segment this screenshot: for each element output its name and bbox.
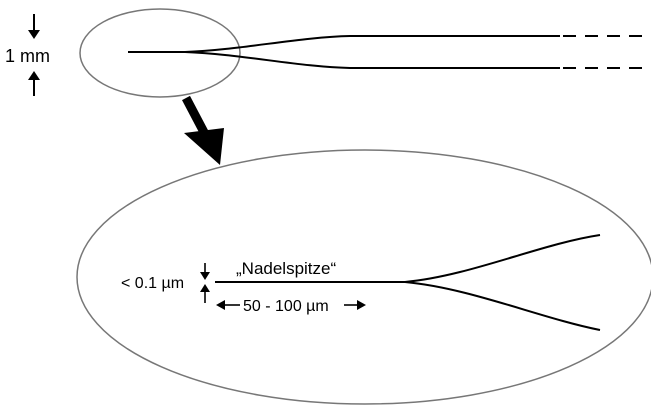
pipette-upper-edge xyxy=(128,35,560,53)
thickness-label: < 0.1 µm xyxy=(121,275,184,292)
scale-arrow-down xyxy=(28,14,40,39)
overview-section: 1 mm xyxy=(5,8,646,165)
scale-label: 1 mm xyxy=(5,46,50,66)
zoom-region-ellipse xyxy=(79,8,241,98)
tip-upper-edge xyxy=(215,234,601,283)
detail-section: „Nadelspitze“ < 0.1 µm 50 - 100 µm xyxy=(76,149,651,405)
zoom-arrow xyxy=(182,95,224,165)
magnified-view-ellipse xyxy=(76,149,651,405)
tip-lower-edge xyxy=(404,281,601,331)
tip-label: „Nadelspitze“ xyxy=(236,259,336,278)
scale-arrow-up xyxy=(28,71,40,96)
thickness-arrow-down xyxy=(200,263,210,280)
length-arrow-right xyxy=(344,300,366,310)
length-arrow-left xyxy=(216,300,240,310)
pipette-lower-edge xyxy=(184,51,560,69)
thickness-arrow-up xyxy=(200,284,210,303)
pipette-continuation-dashes xyxy=(563,35,646,69)
length-label: 50 - 100 µm xyxy=(243,298,329,315)
